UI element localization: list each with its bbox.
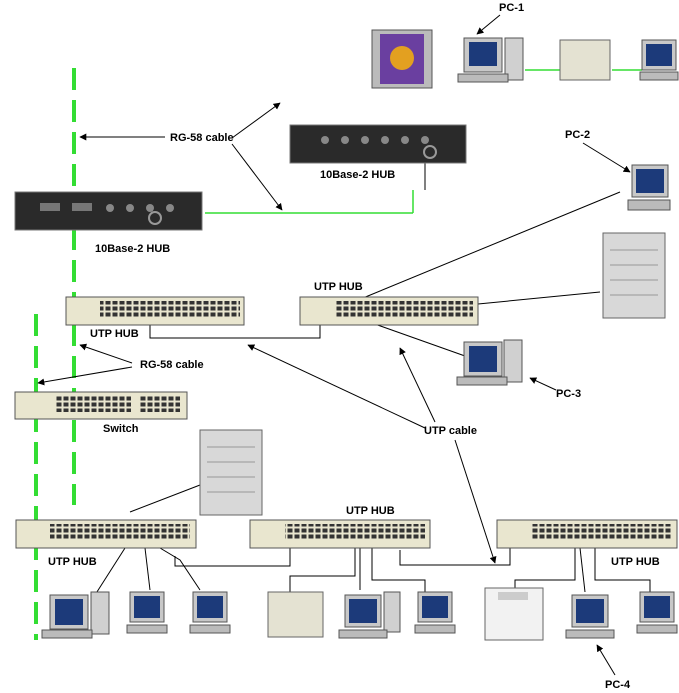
label-utp-hub-left: UTP HUB [90,328,139,340]
utp-cables [94,140,651,596]
label-utp-hub-bottom-left: UTP HUB [48,556,97,568]
hub-10base2-left [14,191,203,231]
utp-hub-bottom-right [496,519,678,549]
printer-icon [484,587,544,641]
switch-device [14,391,188,420]
server-icon [199,429,263,516]
pc-icon [126,591,168,634]
utp-hub-right [299,296,479,326]
pc-icon [627,164,671,211]
label-utp-hub-bottom-right: UTP HUB [611,556,660,568]
pc-icon [456,339,523,386]
printer-icon [559,39,611,81]
label-10base2-hub-right: 10Base-2 HUB [320,169,395,181]
pc-icon [338,591,401,639]
pc-icon [41,591,110,639]
pc-icon [414,591,456,634]
pc-icon [639,39,679,81]
label-utp-cable: UTP cable [424,425,477,437]
utp-hub-bottom-center [249,519,431,549]
label-rg58-mid: RG-58 cable [140,359,204,371]
utp-hub-bottom-left [15,519,197,549]
label-rg58-top: RG-58 cable [170,132,234,144]
label-switch: Switch [103,423,139,435]
label-pc3: PC-3 [556,388,581,400]
pc-icon [457,37,524,83]
pc-icon [565,594,615,639]
label-10base2-hub-left: 10Base-2 HUB [95,243,170,255]
annotation-arrows [37,14,631,676]
server-icon [602,232,666,319]
pc-icon [189,591,231,634]
label-pc1: PC-1 [499,2,524,14]
label-pc4: PC-4 [605,679,631,691]
label-utp-hub-right: UTP HUB [314,281,363,293]
label-pc2: PC-2 [565,129,590,141]
printer-icon [267,591,324,638]
pc-icon [636,591,678,634]
utp-hub-left [65,296,245,326]
hub-10base2-right [289,124,467,164]
label-utp-hub-bottom-center: UTP HUB [346,505,395,517]
plotter-icon [371,29,433,89]
